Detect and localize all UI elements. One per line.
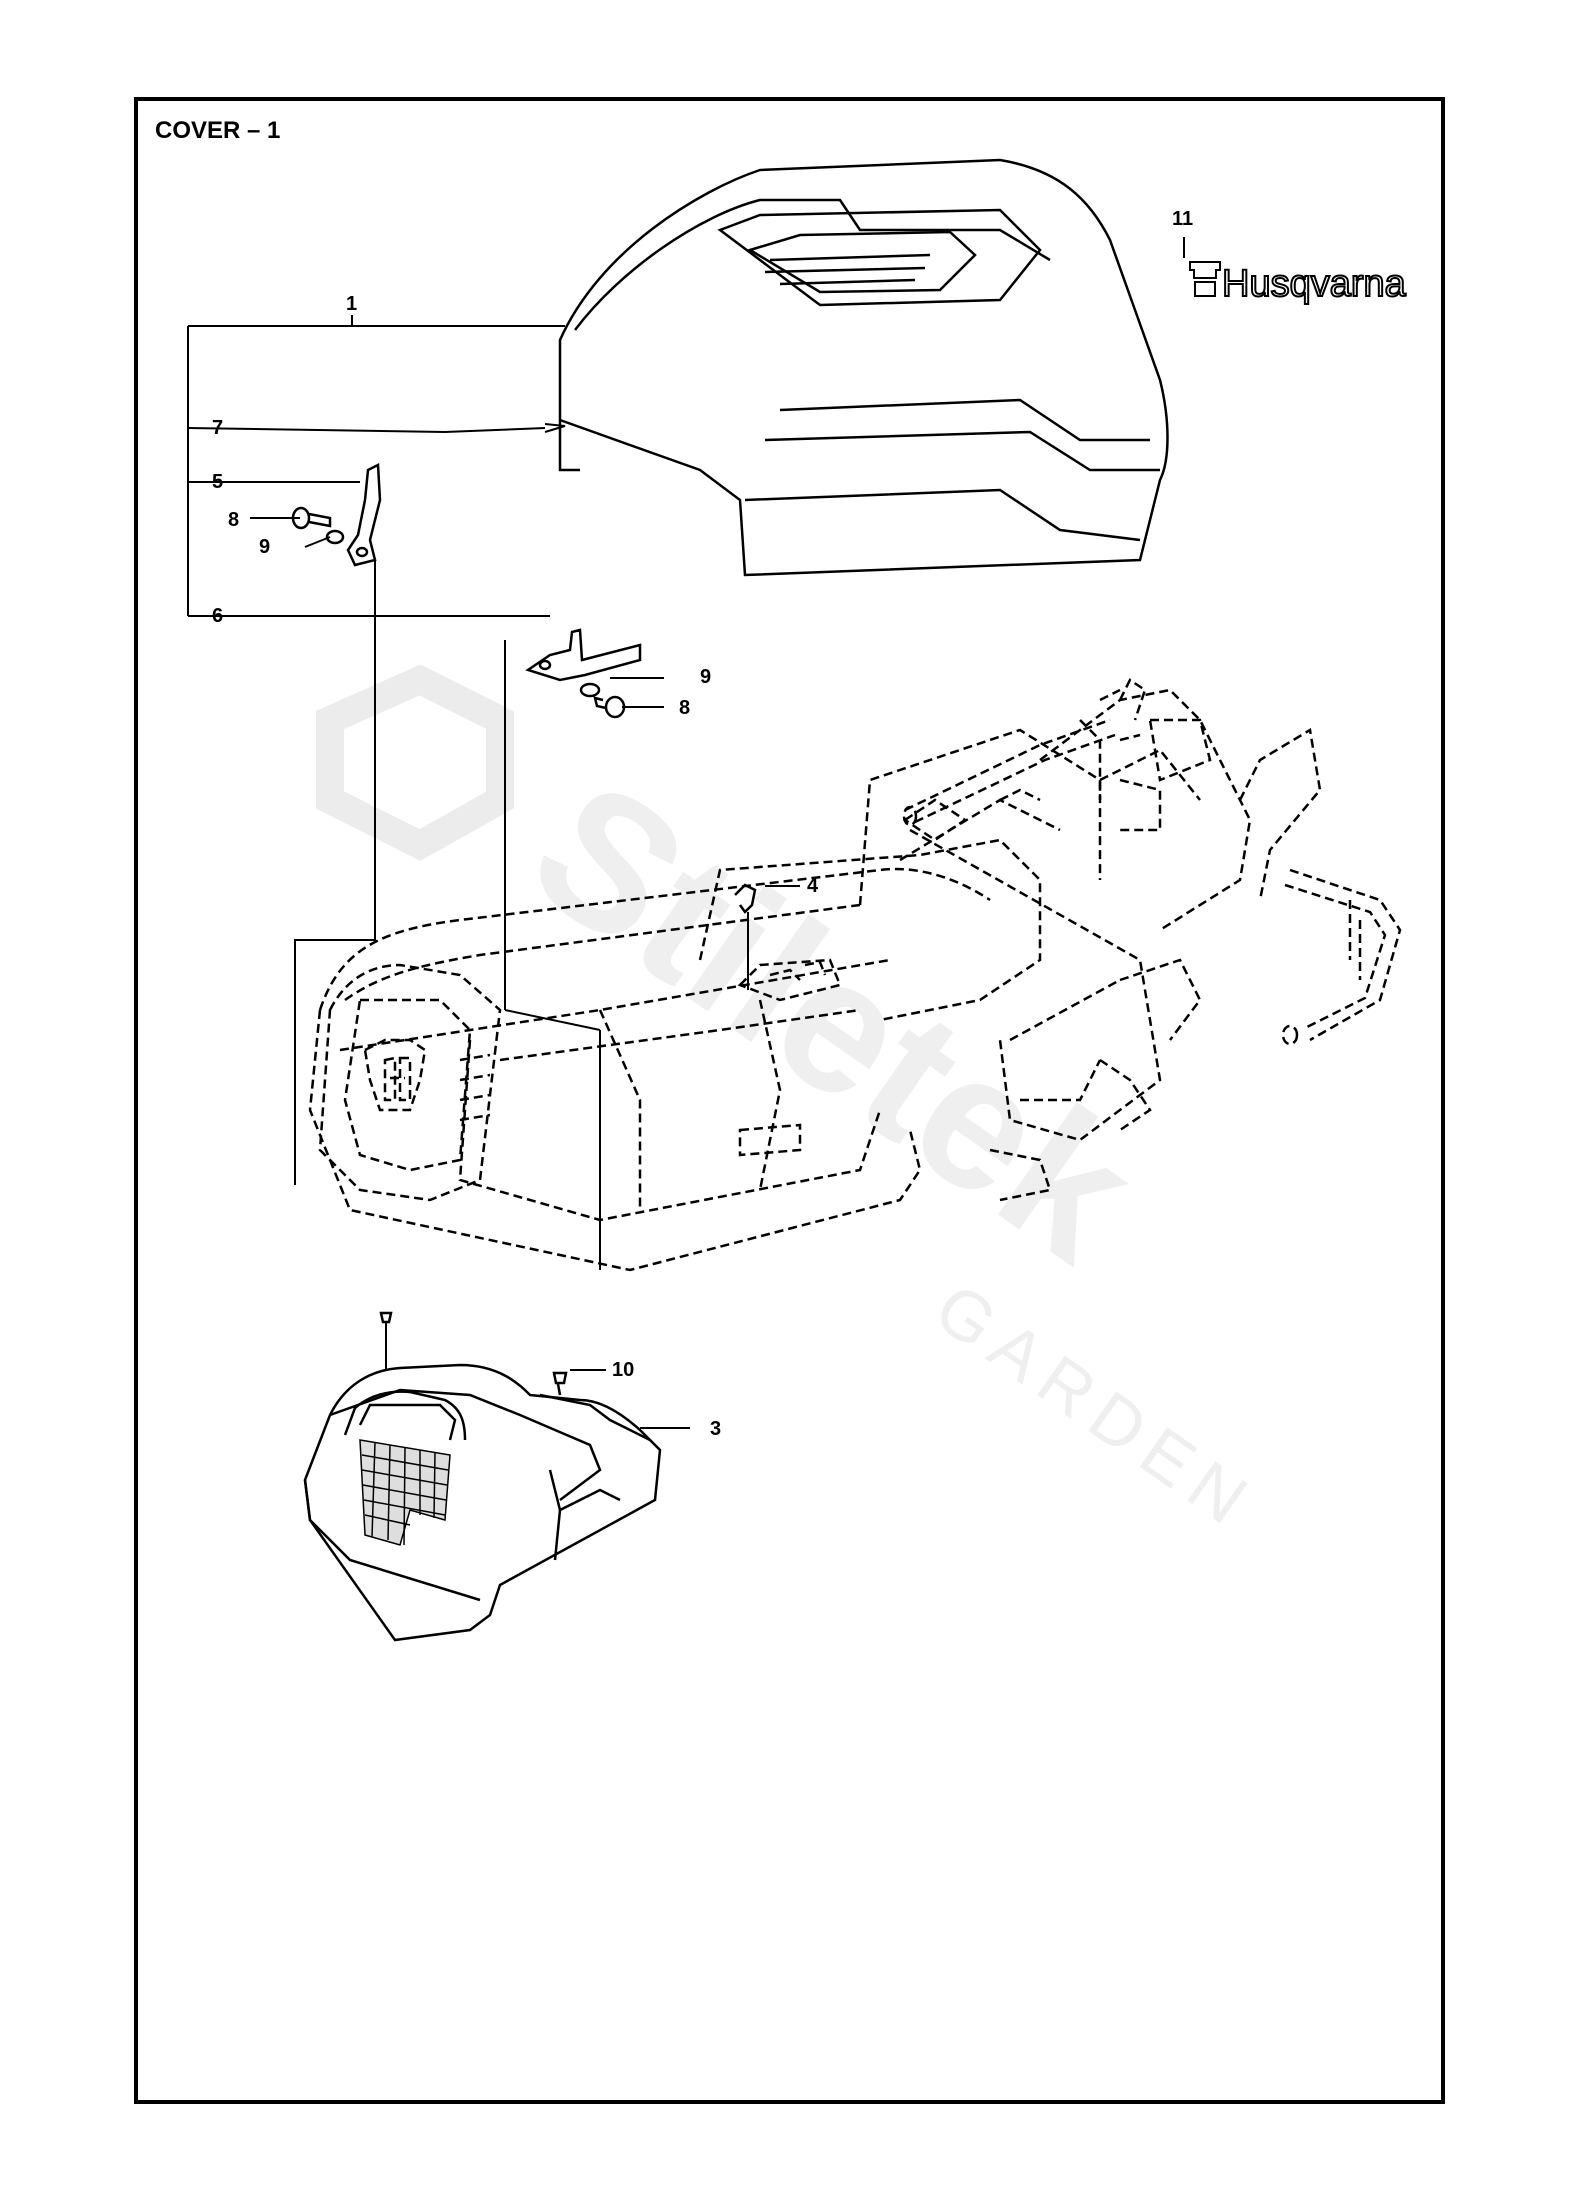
- handle-tubes: [902, 718, 1402, 1046]
- watermark-sub: GARDEN: [921, 1268, 1270, 1545]
- part-3-mesh: [359, 1439, 451, 1546]
- part-5-bracket: [346, 463, 382, 567]
- front-grille: [318, 963, 502, 1202]
- part-3-cover: [303, 1363, 662, 1642]
- part-1-hood: [558, 158, 1169, 577]
- part-8-bolt-right: [593, 695, 626, 719]
- part-6-bracket: [525, 628, 642, 682]
- callout-7: 7: [212, 417, 223, 439]
- husqvarna-crown-icon: [1189, 261, 1221, 297]
- callout-4: 4: [807, 875, 819, 897]
- callout-1: 1: [346, 293, 357, 315]
- watermark-logo-icon: [316, 664, 514, 861]
- callout-8-left: 8: [228, 509, 239, 531]
- callout-5: 5: [212, 471, 223, 493]
- callout-10: 10: [612, 1359, 634, 1381]
- callout-8-right: 8: [679, 697, 690, 719]
- part-9-washer-left: [325, 529, 345, 545]
- callout-9-left: 9: [259, 536, 270, 558]
- page-title: COVER – 1: [155, 117, 281, 144]
- part-10-screw: [379, 1311, 568, 1396]
- callout-6: 6: [212, 605, 223, 627]
- diagram-frame: [134, 97, 1445, 2104]
- part-11-decal: Husqvarna: [1189, 261, 1408, 306]
- callout-3: 3: [710, 1418, 721, 1440]
- leader-lines: [187, 237, 1185, 1429]
- watermark: Stiletek GARDEN: [316, 664, 1270, 1545]
- callout-11: 11: [1172, 208, 1193, 230]
- callout-9-right: 9: [700, 666, 711, 688]
- husqvarna-decal-text: Husqvarna: [1222, 263, 1407, 305]
- part-9-washer-right: [579, 682, 601, 698]
- part-7-pin: [444, 423, 566, 433]
